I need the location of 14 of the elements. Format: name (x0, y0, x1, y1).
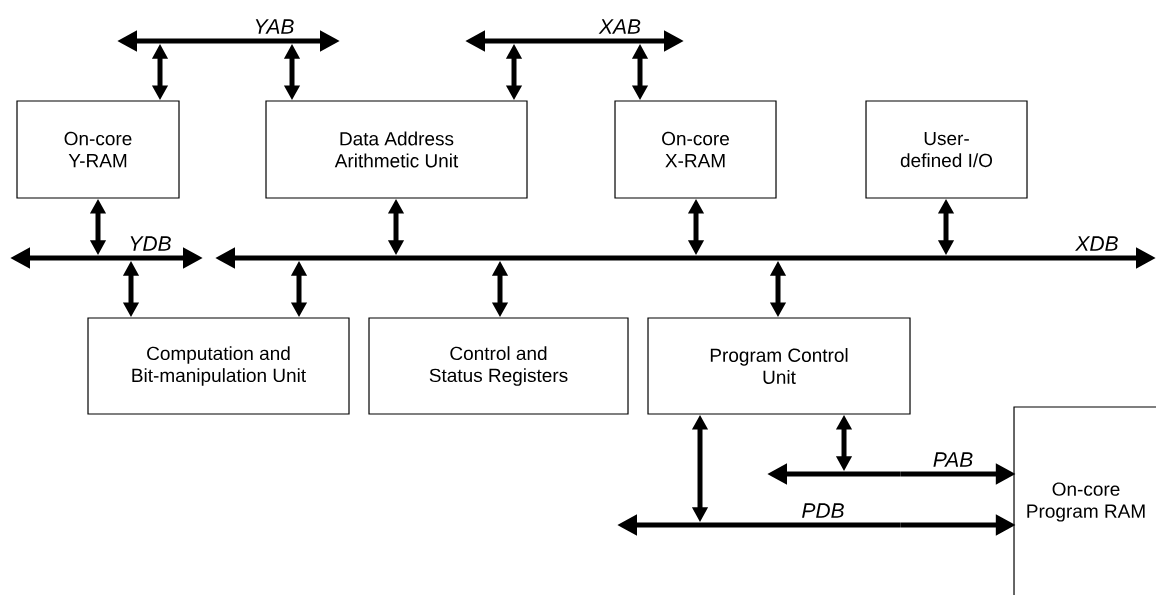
unit-box: Control and Status Registers (368, 317, 629, 415)
unit-box: Data Address Arithmetic Unit (265, 100, 528, 199)
bus-label: PDB (802, 503, 844, 518)
unit-box: Computation and Bit-manipulation Unit (87, 317, 350, 415)
unit-box: Program Control Unit (647, 317, 911, 415)
bus-label: XAB (598, 19, 641, 34)
bus-label: YAB (255, 19, 294, 34)
bus-label: XDB (1075, 236, 1118, 251)
unit-box: On-core X-RAM (614, 100, 777, 199)
unit-box: User-defined I/O (865, 100, 1028, 199)
bus-label: YDB (130, 236, 171, 251)
memory-box: On-core Program RAM (1013, 406, 1156, 595)
unit-box: On-core Y-RAM (16, 100, 180, 199)
bus-label: PAB (933, 452, 973, 467)
